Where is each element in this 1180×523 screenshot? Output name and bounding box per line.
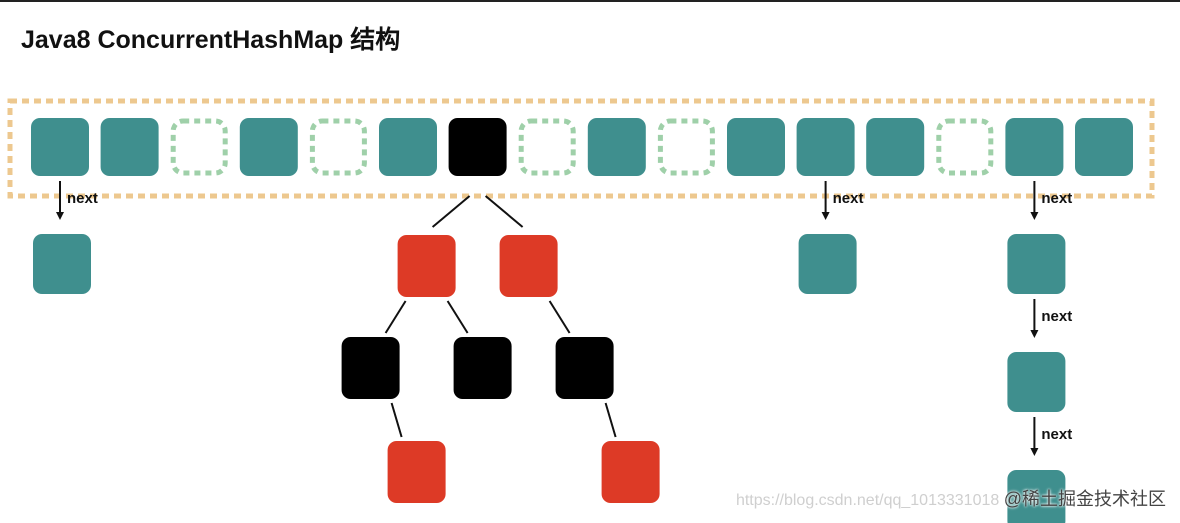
empty-bucket-slot	[936, 118, 994, 176]
chain-node	[798, 234, 857, 294]
watermark-brand: @稀土掘金技术社区	[1003, 489, 1166, 509]
bucket-slot	[31, 118, 89, 176]
watermark-url: https://blog.csdn.net/qq_1013331018	[735, 492, 1000, 509]
chain-node	[1007, 352, 1066, 412]
red-tree-node	[499, 235, 558, 297]
bucket-slot	[727, 118, 785, 176]
page-title: Java8 ConcurrentHashMap 结构	[21, 26, 401, 54]
black-tree-node	[555, 337, 614, 399]
bucket-slot	[379, 118, 437, 176]
next-label: next	[833, 190, 864, 207]
black-tree-node	[453, 337, 512, 399]
tree-root-bucket-slot	[448, 118, 507, 176]
table-array-border	[7, 98, 1155, 199]
bucket-slot	[100, 118, 159, 176]
tree-edge	[548, 300, 571, 334]
chain-node	[33, 234, 91, 294]
chain-node	[1007, 470, 1066, 523]
bucket-slot	[1075, 118, 1133, 176]
tree-edge	[390, 402, 403, 438]
bucket-slot	[796, 118, 855, 176]
bucket-slot	[1005, 118, 1064, 176]
bucket-slot	[239, 118, 298, 176]
red-tree-node	[387, 441, 446, 503]
next-label: next	[1041, 308, 1072, 325]
tree-edge	[446, 300, 469, 334]
bucket-slot	[866, 118, 925, 176]
next-label: next	[1041, 426, 1072, 443]
next-label: next	[67, 190, 98, 207]
watermark: https://blog.csdn.net/qq_1013331018 @稀土掘…	[736, 485, 1166, 511]
tree-edge	[384, 300, 407, 334]
black-tree-node	[341, 337, 400, 399]
tree-edge	[604, 402, 617, 438]
red-tree-node	[601, 441, 660, 503]
chain-node	[1007, 234, 1066, 294]
empty-bucket-slot	[309, 118, 367, 176]
tree-edge	[484, 195, 524, 228]
empty-bucket-slot	[518, 118, 576, 176]
next-label: next	[1041, 190, 1072, 207]
empty-bucket-slot	[657, 118, 715, 176]
tree-edge	[431, 195, 471, 228]
top-border-line	[0, 0, 1180, 2]
empty-bucket-slot	[170, 118, 228, 176]
red-tree-node	[397, 235, 456, 297]
bucket-slot	[587, 118, 646, 176]
